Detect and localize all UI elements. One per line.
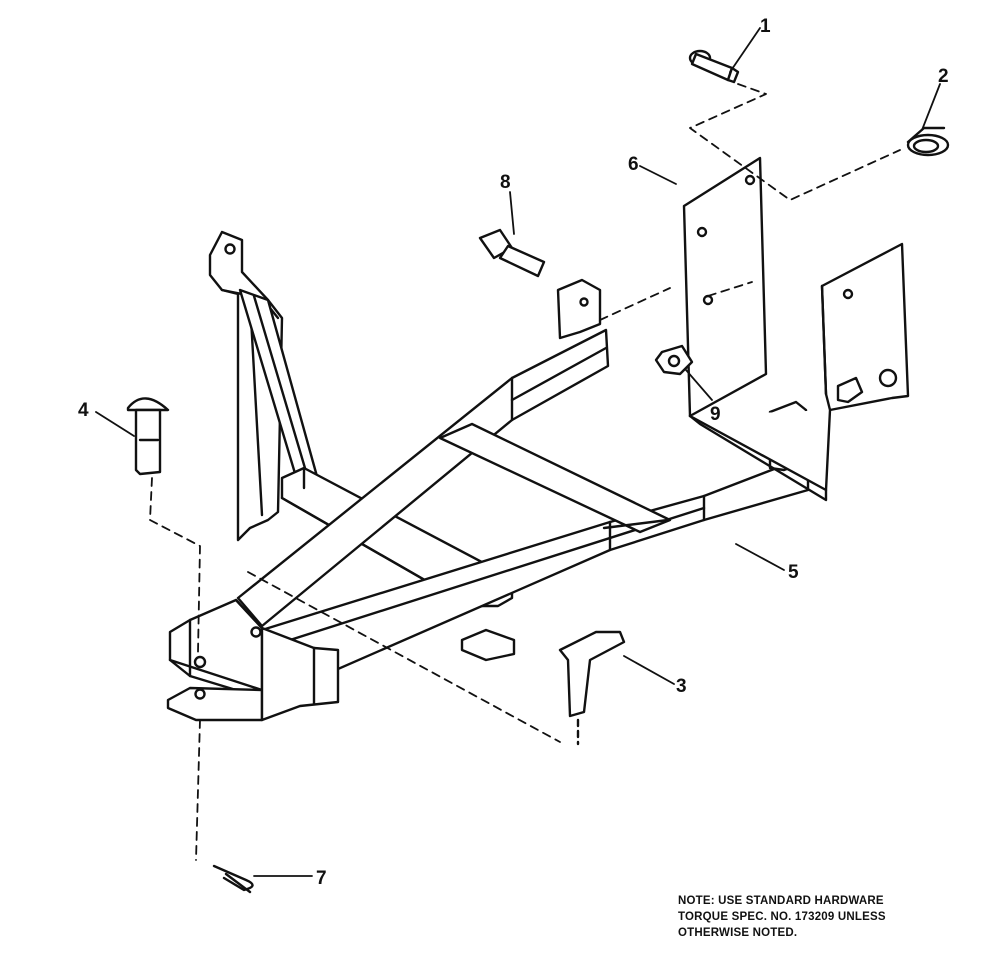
- hitch-pin: [126, 397, 170, 476]
- note-line-2: TORQUE SPEC. NO. 173209 UNLESS: [678, 911, 886, 923]
- hairpin-clip: [212, 864, 254, 894]
- note-line-1: NOTE: USE STANDARD HARDWARE: [678, 895, 884, 907]
- callout-6: 6: [628, 154, 639, 175]
- hex-nut: [654, 344, 694, 376]
- callout-4: 4: [78, 400, 89, 421]
- callout-2: 2: [938, 66, 949, 87]
- hitch-frame: [166, 230, 810, 722]
- retaining-pin: [906, 126, 950, 157]
- leader-lines: [95, 27, 941, 877]
- callout-7: 7: [316, 868, 327, 889]
- callout-9: 9: [710, 404, 721, 425]
- clevis-pin: [688, 49, 740, 84]
- callout-5: 5: [788, 562, 799, 583]
- callout-8: 8: [500, 172, 511, 193]
- assembly-lines: [149, 83, 901, 861]
- l-shaped-hitch-pin: [558, 630, 626, 746]
- hardware-note: NOTE: USE STANDARD HARDWARE TORQUE SPEC.…: [678, 893, 978, 941]
- note-line-3: OTHERWISE NOTED.: [678, 927, 798, 939]
- callout-3: 3: [676, 676, 687, 697]
- callout-1: 1: [760, 16, 771, 37]
- hex-bolt: [478, 228, 546, 278]
- mounting-bracket: [682, 156, 910, 502]
